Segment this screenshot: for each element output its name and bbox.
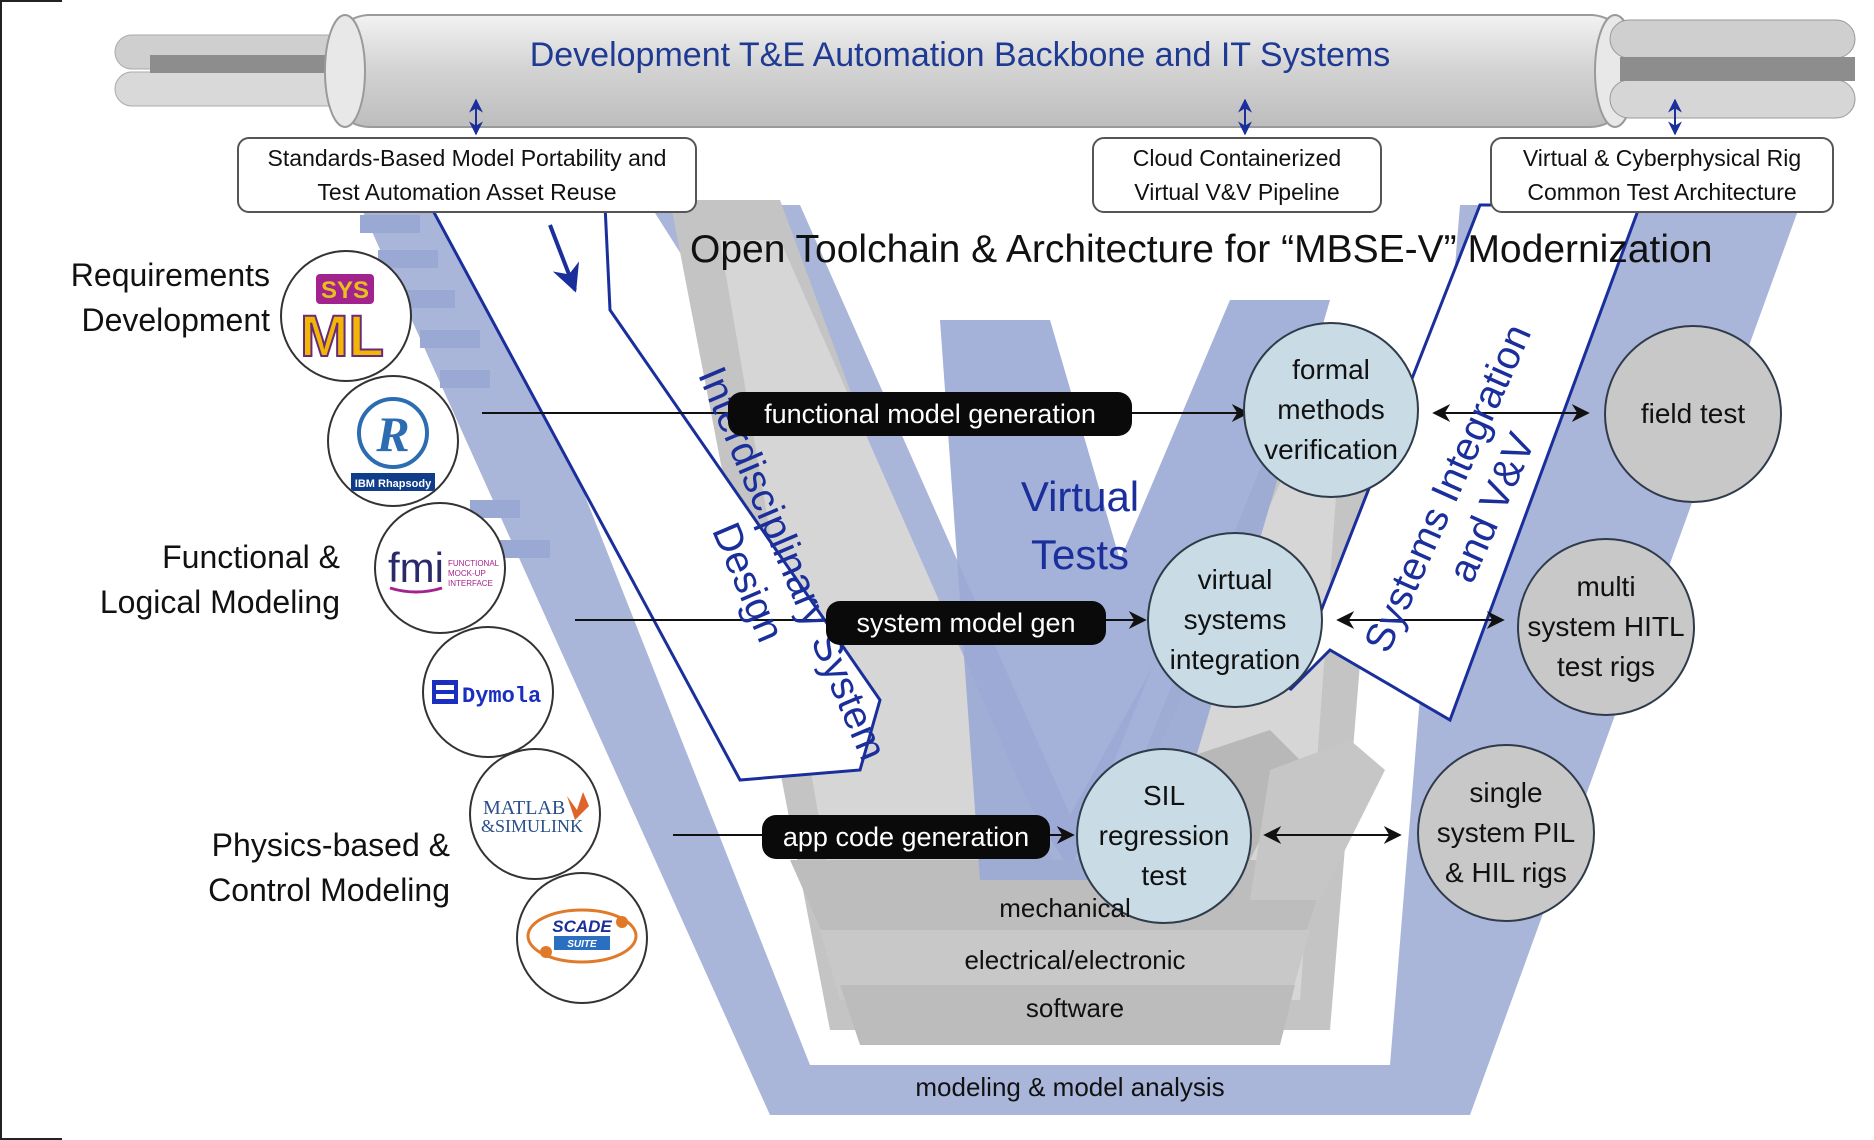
- layer-label-electrical: electrical/electronic: [964, 945, 1186, 975]
- step-block: [1250, 740, 1385, 900]
- fmi-logo-sub-line2: MOCK-UP: [448, 569, 486, 578]
- dymola-logo: Dymola: [422, 626, 554, 758]
- pill-system-model-gen: system model gen: [826, 601, 1106, 645]
- label-physics: Physics-based & Control Modeling: [150, 823, 450, 913]
- callout-cloud-line2: Virtual V&V Pipeline: [1134, 179, 1340, 205]
- virtual-tests-line2: Tests: [1030, 531, 1130, 578]
- layer-label-software: software: [1025, 993, 1125, 1023]
- virtual-tests-line1: Virtual: [1020, 473, 1140, 520]
- node-single-system-pil: single system PIL & HIL rigs: [1417, 744, 1595, 922]
- node-formal-line3: verification: [1264, 434, 1398, 465]
- node-virtual-sys-line1: virtual: [1197, 564, 1273, 595]
- node-formal-line1: formal: [1292, 354, 1370, 385]
- main-title: Open Toolchain & Architecture for “MBSE-…: [690, 228, 1713, 271]
- fmi-logo: fmi FUNCTIONAL MOCK-UP INTERFACE: [374, 502, 506, 634]
- frame-vertical-line: [0, 0, 2, 1140]
- dymola-logo-text: Dymola: [462, 684, 541, 709]
- central-blue-v: [940, 300, 1330, 880]
- node-sil-line1: SIL: [1142, 780, 1186, 811]
- node-sil-line2: regression: [1098, 820, 1230, 851]
- fmi-logo-text: fmi: [388, 544, 444, 591]
- node-hitl-line3: test rigs: [1556, 651, 1656, 682]
- node-sil-regression-test: SIL regression test: [1076, 748, 1252, 924]
- scade-logo-sub: SUITE: [567, 939, 597, 950]
- node-virtual-sys-line2: systems: [1183, 604, 1287, 635]
- label-physics-line2: Control Modeling: [208, 872, 450, 908]
- callout-standards-line2: Test Automation Asset Reuse: [317, 179, 617, 205]
- rhapsody-logo-mark: R: [375, 406, 409, 462]
- callout-rig: Virtual & Cyberphysical Rig Common Test …: [1490, 137, 1834, 213]
- rhapsody-logo-caption: IBM Rhapsody: [355, 478, 432, 490]
- label-requirements: Requirements Development: [20, 253, 270, 343]
- fmi-logo-sub-line3: INTERFACE: [448, 579, 493, 588]
- down-arrow: [548, 224, 580, 293]
- callout-cloud-line1: Cloud Containerized: [1132, 145, 1342, 171]
- scade-logo: SCADE SUITE: [516, 872, 648, 1004]
- callout-cloud: Cloud Containerized Virtual V&V Pipeline: [1092, 137, 1382, 213]
- node-multi-system-hitl: multi system HITL test rigs: [1517, 538, 1695, 716]
- node-pil-line1: single: [1469, 777, 1543, 808]
- callout-standards: Standards-Based Model Portability and Te…: [237, 137, 697, 213]
- node-field-line1: field test: [1640, 398, 1746, 429]
- pill-app-code-generation: app code generation: [762, 815, 1050, 859]
- layer-band-electrical: [820, 930, 1310, 1000]
- layer-label-mechanical: mechanical: [999, 893, 1131, 923]
- label-functional-line2: Logical Modeling: [99, 584, 340, 620]
- pill-functional-model-generation: functional model generation: [728, 392, 1132, 436]
- callout-standards-line1: Standards-Based Model Portability and: [267, 145, 667, 171]
- node-pil-line3: & HIL rigs: [1445, 857, 1567, 888]
- scade-logo-text: SCADE: [552, 917, 612, 936]
- layer-label-modeling: modeling & model analysis: [915, 1072, 1225, 1102]
- node-virtual-systems-integration: virtual systems integration: [1147, 532, 1323, 708]
- node-virtual-sys-line3: integration: [1169, 644, 1301, 675]
- backbone-title: Development T&E Automation Backbone and …: [529, 36, 1391, 74]
- layer-band-software: [840, 985, 1295, 1045]
- node-pil-line2: system PIL: [1436, 817, 1576, 848]
- label-functional: Functional & Logical Modeling: [40, 535, 340, 625]
- node-hitl-line1: multi: [1576, 571, 1636, 602]
- node-formal-line2: methods: [1277, 394, 1385, 425]
- sysml-logo-top-text: SYS: [321, 277, 369, 304]
- node-sil-line3: test: [1141, 860, 1187, 891]
- callout-rig-line2: Common Test Architecture: [1527, 179, 1797, 205]
- frame-top-tick: [0, 0, 62, 2]
- label-physics-line1: Physics-based &: [211, 827, 450, 863]
- matlab-logo-line2: &SIMULINK: [481, 816, 583, 836]
- node-field-test: field test: [1604, 325, 1782, 503]
- label-functional-line1: Functional &: [162, 539, 340, 575]
- virtual-tests-label: Virtual Tests: [990, 468, 1170, 584]
- node-hitl-line2: system HITL: [1527, 611, 1685, 642]
- frame-bottom-tick: [0, 1138, 62, 1140]
- matlab-logo-line1: MATLAB: [483, 797, 565, 819]
- label-requirements-line2: Development: [81, 302, 270, 338]
- left-dash-stripes: [360, 215, 550, 558]
- callout-rig-line1: Virtual & Cyberphysical Rig: [1522, 145, 1802, 171]
- sysml-logo-ml-text: ML: [300, 304, 384, 369]
- matlab-simulink-logo: MATLAB &SIMULINK: [469, 748, 601, 880]
- node-formal-methods-verification: formal methods verification: [1243, 322, 1419, 498]
- label-requirements-line1: Requirements: [70, 257, 270, 293]
- rhapsody-logo: R IBM Rhapsody: [327, 375, 459, 507]
- sysml-logo: SYS ML: [280, 250, 412, 382]
- fmi-logo-sub-line1: FUNCTIONAL: [448, 559, 500, 568]
